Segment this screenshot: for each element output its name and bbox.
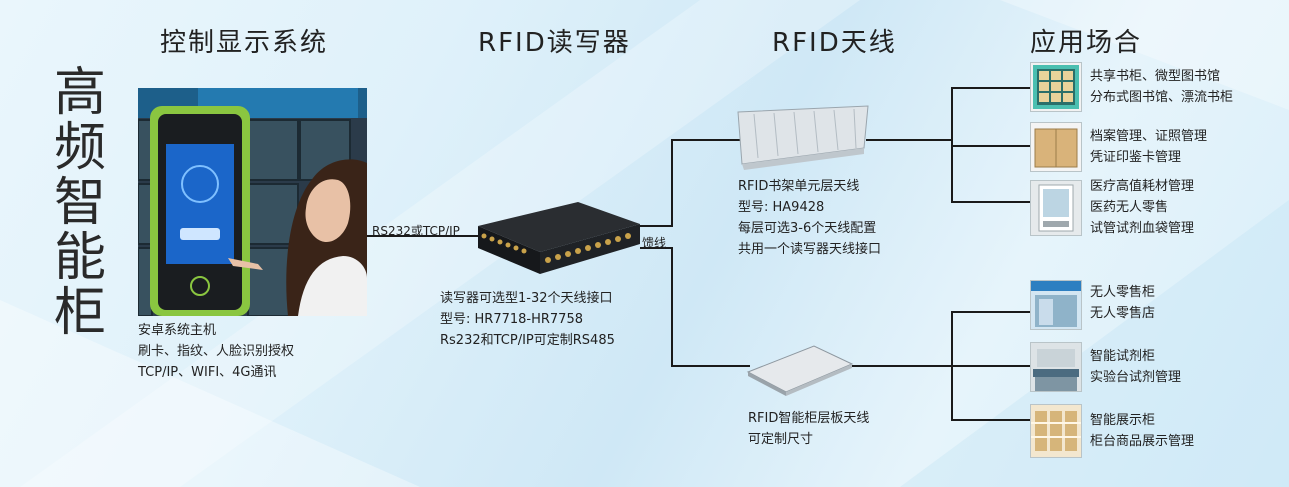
application-line: 凭证印鉴卡管理: [1090, 150, 1182, 165]
laboratory-thumbnail: [1030, 342, 1082, 392]
reader-line: 读写器可选型1-32个天线接口: [440, 291, 613, 306]
application-line: 无人零售店: [1090, 306, 1156, 321]
board-antenna-image: [744, 342, 856, 398]
reader-description: 读写器可选型1-32个天线接口 型号: HR7718-HR7758 Rs232和…: [440, 288, 615, 351]
retail-store-thumbnail: [1030, 280, 1082, 330]
application-item-archive: 档案管理、证照管理 凭证印鉴卡管理: [1090, 126, 1207, 168]
vertical-title-char: 柜: [53, 283, 106, 343]
smart-cabinet-photo: [138, 88, 367, 316]
shelf-antenna-line: 型号: HA9428: [738, 200, 825, 215]
application-item-medical: 医疗高值耗材管理 医药无人零售 试管试剂血袋管理: [1090, 176, 1194, 239]
application-line: 共享书柜、微型图书馆: [1090, 69, 1221, 84]
application-line: 无人零售柜: [1090, 285, 1156, 300]
application-line: 柜台商品展示管理: [1090, 434, 1195, 449]
vertical-title-char: 智: [53, 173, 106, 233]
application-item-laboratory: 智能试剂柜 实验台试剂管理: [1090, 346, 1181, 388]
application-line: 医药无人零售: [1090, 200, 1169, 215]
feeder-label: 馈线: [642, 236, 667, 250]
host-line: 安卓系统主机: [138, 323, 217, 338]
vertical-title-char: 高: [53, 63, 106, 123]
vertical-title-char: 能: [53, 228, 106, 288]
archive-box-thumbnail: [1030, 122, 1082, 172]
application-line: 试管试剂血袋管理: [1090, 221, 1195, 236]
shelf-antenna-line: 每层可选3-6个天线配置: [738, 221, 877, 236]
shelf-antenna-line: 共用一个读写器天线接口: [738, 242, 882, 257]
host-description: 安卓系统主机 刷卡、指纹、人脸识别授权 TCP/IP、WIFI、4G通讯: [138, 320, 294, 383]
application-item-display: 智能展示柜 柜台商品展示管理: [1090, 410, 1194, 452]
application-line: 实验台试剂管理: [1090, 370, 1182, 385]
rfid-reader-device: [474, 196, 644, 280]
application-line: 医疗高值耗材管理: [1090, 179, 1195, 194]
heading-rfid-reader: RFID读写器: [478, 28, 631, 58]
rs232-label: RS232或TCP/IP: [372, 224, 460, 238]
application-line: 分布式图书馆、漂流书柜: [1090, 90, 1234, 105]
heading-rfid-antenna: RFID天线: [772, 28, 897, 58]
bookcase-thumbnail: [1030, 62, 1082, 112]
medical-cabinet-thumbnail: [1030, 180, 1082, 236]
heading-control-display: 控制显示系统: [160, 28, 329, 58]
heading-application: 应用场合: [1030, 28, 1143, 58]
host-line: TCP/IP、WIFI、4G通讯: [138, 365, 277, 380]
board-antenna-description: RFID智能柜层板天线 可定制尺寸: [748, 408, 869, 450]
application-item-retail: 无人零售柜 无人零售店: [1090, 282, 1155, 324]
vertical-title: 高 频 智 能 柜: [52, 66, 108, 341]
shelf-antenna-image: [736, 104, 870, 170]
application-item-bookcase: 共享书柜、微型图书馆 分布式图书馆、漂流书柜: [1090, 66, 1233, 108]
display-cabinet-thumbnail: [1030, 404, 1082, 458]
shelf-antenna-line: RFID书架单元层天线: [738, 179, 860, 194]
board-antenna-line: 可定制尺寸: [748, 432, 814, 447]
vertical-title-char: 频: [53, 118, 106, 178]
application-line: 智能试剂柜: [1090, 349, 1156, 364]
board-antenna-line: RFID智能柜层板天线: [748, 411, 870, 426]
shelf-antenna-description: RFID书架单元层天线 型号: HA9428 每层可选3-6个天线配置 共用一个…: [738, 176, 881, 260]
host-line: 刷卡、指纹、人脸识别授权: [138, 344, 295, 359]
application-line: 档案管理、证照管理: [1090, 129, 1208, 144]
reader-line: 型号: HR7718-HR7758: [440, 312, 583, 327]
application-line: 智能展示柜: [1090, 413, 1156, 428]
reader-line: Rs232和TCP/IP可定制RS485: [440, 333, 615, 348]
